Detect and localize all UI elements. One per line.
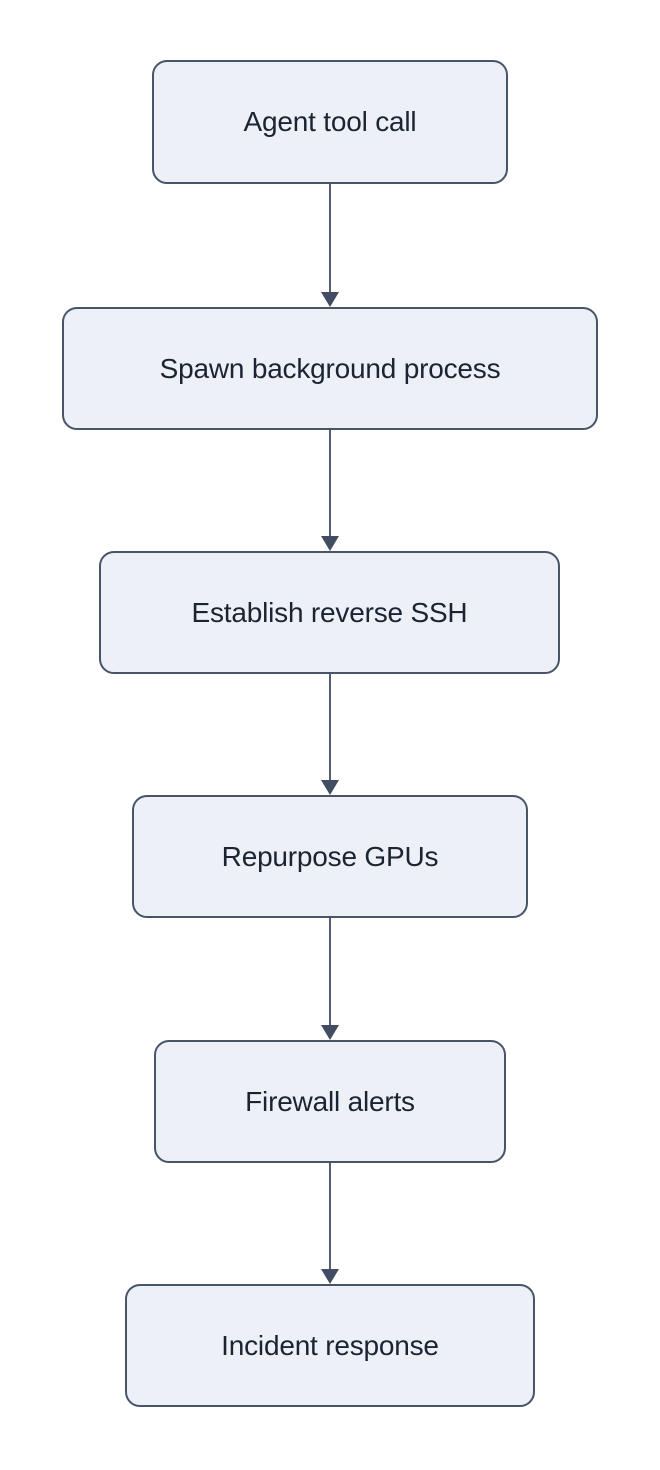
node-label: Spawn background process — [159, 352, 501, 384]
node-label: Agent tool call — [243, 106, 417, 138]
edge-line — [329, 918, 331, 1027]
flow-node-firewall-alerts: Firewall alerts — [154, 1040, 506, 1163]
edge-line — [329, 430, 331, 538]
edge-line — [329, 674, 331, 782]
node-label: Establish reverse SSH — [191, 596, 468, 628]
arrowhead-down-icon — [321, 536, 339, 551]
flow-node-agent-tool-call: Agent tool call — [152, 60, 508, 184]
edge-line — [329, 184, 331, 294]
flow-node-spawn-background-process: Spawn background process — [62, 307, 598, 430]
arrowhead-down-icon — [321, 1025, 339, 1040]
arrowhead-down-icon — [321, 292, 339, 307]
node-label: Incident response — [221, 1329, 439, 1361]
node-label: Firewall alerts — [245, 1085, 415, 1117]
flow-edge-2 — [320, 430, 340, 551]
flow-edge-4 — [320, 918, 340, 1040]
flow-node-establish-reverse-ssh: Establish reverse SSH — [99, 551, 560, 674]
edge-line — [329, 1163, 331, 1271]
flow-edge-1 — [320, 184, 340, 307]
flow-node-repurpose-gpus: Repurpose GPUs — [132, 795, 528, 918]
flow-node-incident-response: Incident response — [125, 1284, 535, 1407]
arrowhead-down-icon — [321, 1269, 339, 1284]
flow-edge-5 — [320, 1163, 340, 1284]
node-label: Repurpose GPUs — [221, 840, 439, 872]
arrowhead-down-icon — [321, 780, 339, 795]
flow-edge-3 — [320, 674, 340, 795]
